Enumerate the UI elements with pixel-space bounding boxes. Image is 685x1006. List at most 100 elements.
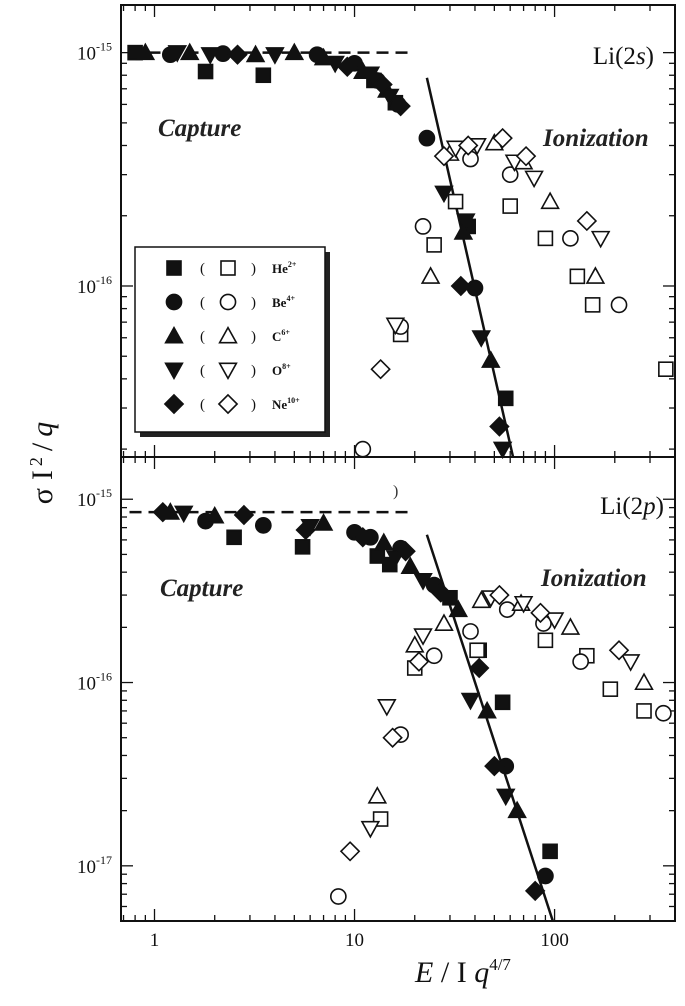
ionization-he-marker (658, 361, 674, 377)
capture-o-marker (413, 573, 433, 591)
capture-he-marker (294, 539, 311, 555)
y-tick-label: 10-17 (77, 853, 112, 878)
y-tick-label: 10-16 (77, 670, 112, 695)
ionization-he-marker (569, 268, 586, 285)
ionization-be-marker (655, 704, 672, 722)
ionization-be-marker (354, 440, 372, 458)
capture-he-marker (494, 694, 511, 711)
capture-he-marker (226, 529, 242, 546)
legend-ne-label: Ne10+ (272, 396, 300, 412)
capture-he-marker (542, 843, 558, 860)
x-tick-label: 10 (345, 930, 364, 951)
bottom-capture-label: Capture (160, 575, 243, 602)
legend-o-label: O8+ (272, 362, 291, 378)
ionization-he-marker (602, 681, 619, 697)
capture-ne-marker (450, 275, 472, 297)
capture-c-marker (204, 505, 225, 524)
capture-c-marker (245, 44, 266, 63)
ionization-be-marker (462, 150, 479, 168)
capture-ne-marker (337, 56, 358, 77)
capture-ne-marker (227, 44, 248, 65)
ionization-o-marker (620, 654, 641, 672)
y-tick-labels: 10-15 10-16 10-15 10-16 10-17 (77, 40, 112, 878)
capture-ne-marker (484, 755, 505, 777)
legend-close-paren: ) (251, 261, 256, 277)
ionization-he-marker (537, 632, 554, 649)
capture-c-marker (453, 222, 474, 240)
top-panel-label: Li(2s) (593, 43, 654, 70)
ionization-c-marker (434, 613, 454, 631)
ionization-o-marker (413, 628, 433, 646)
capture-c-marker (135, 42, 156, 61)
ionization-ne-marker (576, 210, 598, 232)
legend-ne-open-marker (217, 393, 239, 415)
capture-c-marker (477, 700, 497, 719)
capture-c-marker (400, 556, 421, 574)
legend-c-filled-marker (164, 325, 184, 344)
capture-be-marker (537, 867, 554, 885)
top-capture-label: Capture (158, 115, 241, 142)
y-tick-label: 10-16 (77, 273, 112, 298)
ionization-c-marker (540, 191, 560, 210)
legend-open-paren: ( (200, 363, 205, 379)
capture-c-marker (313, 513, 334, 531)
legend-close-paren: ) (251, 397, 256, 413)
ionization-he-marker (584, 297, 601, 313)
legend: ()He2+()Be4+()C6+()O8+()Ne10+ (134, 246, 330, 437)
ionization-ne-marker (382, 727, 403, 748)
legend-c-open-marker (218, 325, 238, 344)
x-tick-label: 1 (150, 930, 160, 951)
ionization-ne-marker (489, 584, 510, 606)
ionization-be-marker (610, 296, 628, 314)
legend-close-paren: ) (251, 363, 256, 379)
capture-o-marker (325, 55, 345, 74)
y-tick-label: 10-15 (77, 40, 112, 65)
capture-ne-marker (295, 519, 316, 541)
ionization-c-marker (471, 590, 492, 609)
ionization-c-marker (420, 266, 441, 284)
ionization-ne-marker (608, 640, 630, 661)
capture-o-marker (471, 330, 492, 348)
capture-o-marker (495, 788, 516, 807)
bottom-panel-frame (120, 456, 676, 922)
capture-ne-marker (468, 657, 490, 679)
ionization-be-marker (562, 229, 579, 247)
capture-ne-marker (233, 504, 255, 526)
ionization-o-marker (360, 820, 381, 839)
legend-close-paren: ) (251, 329, 256, 345)
legend-close-paren: ) (251, 295, 256, 311)
top-ionization-label: Ionization (542, 125, 649, 152)
capture-he-marker (497, 390, 514, 407)
ionization-ne-marker (408, 651, 430, 672)
capture-o-marker (456, 213, 476, 231)
legend-be-filled-marker (165, 293, 183, 311)
ionization-ne-marker (515, 145, 537, 167)
capture-be-marker (254, 517, 272, 534)
capture-be-marker (466, 279, 484, 297)
capture-o-marker (360, 66, 381, 85)
y-axis-title: σI2/q (26, 422, 59, 505)
capture-ne-marker (489, 416, 510, 437)
ionization-o-marker (524, 170, 544, 189)
ionization-he-marker (469, 642, 485, 659)
capture-be-marker (418, 129, 436, 147)
ionization-ne-marker (457, 135, 479, 156)
ionization-c-marker (404, 635, 425, 653)
axes-ticks (121, 5, 676, 922)
ionization-c-marker (585, 266, 606, 284)
ionization-ne-marker (339, 841, 361, 862)
ionization-o-marker (385, 317, 406, 336)
ionization-c-marker (634, 672, 654, 691)
bottom-panel-label: Li(2p) (600, 493, 664, 520)
legend-open-paren: ( (200, 329, 205, 345)
bottom-ionization-label: Ionization (540, 565, 647, 592)
y-tick-label: 10-15 (77, 486, 112, 511)
capture-c-marker (374, 532, 394, 551)
ionization-he-marker (636, 703, 652, 719)
ionization-be-marker (414, 218, 432, 235)
capture-ne-marker (524, 880, 546, 902)
capture-ne-marker (395, 541, 416, 562)
capture-ne-marker (390, 95, 411, 117)
